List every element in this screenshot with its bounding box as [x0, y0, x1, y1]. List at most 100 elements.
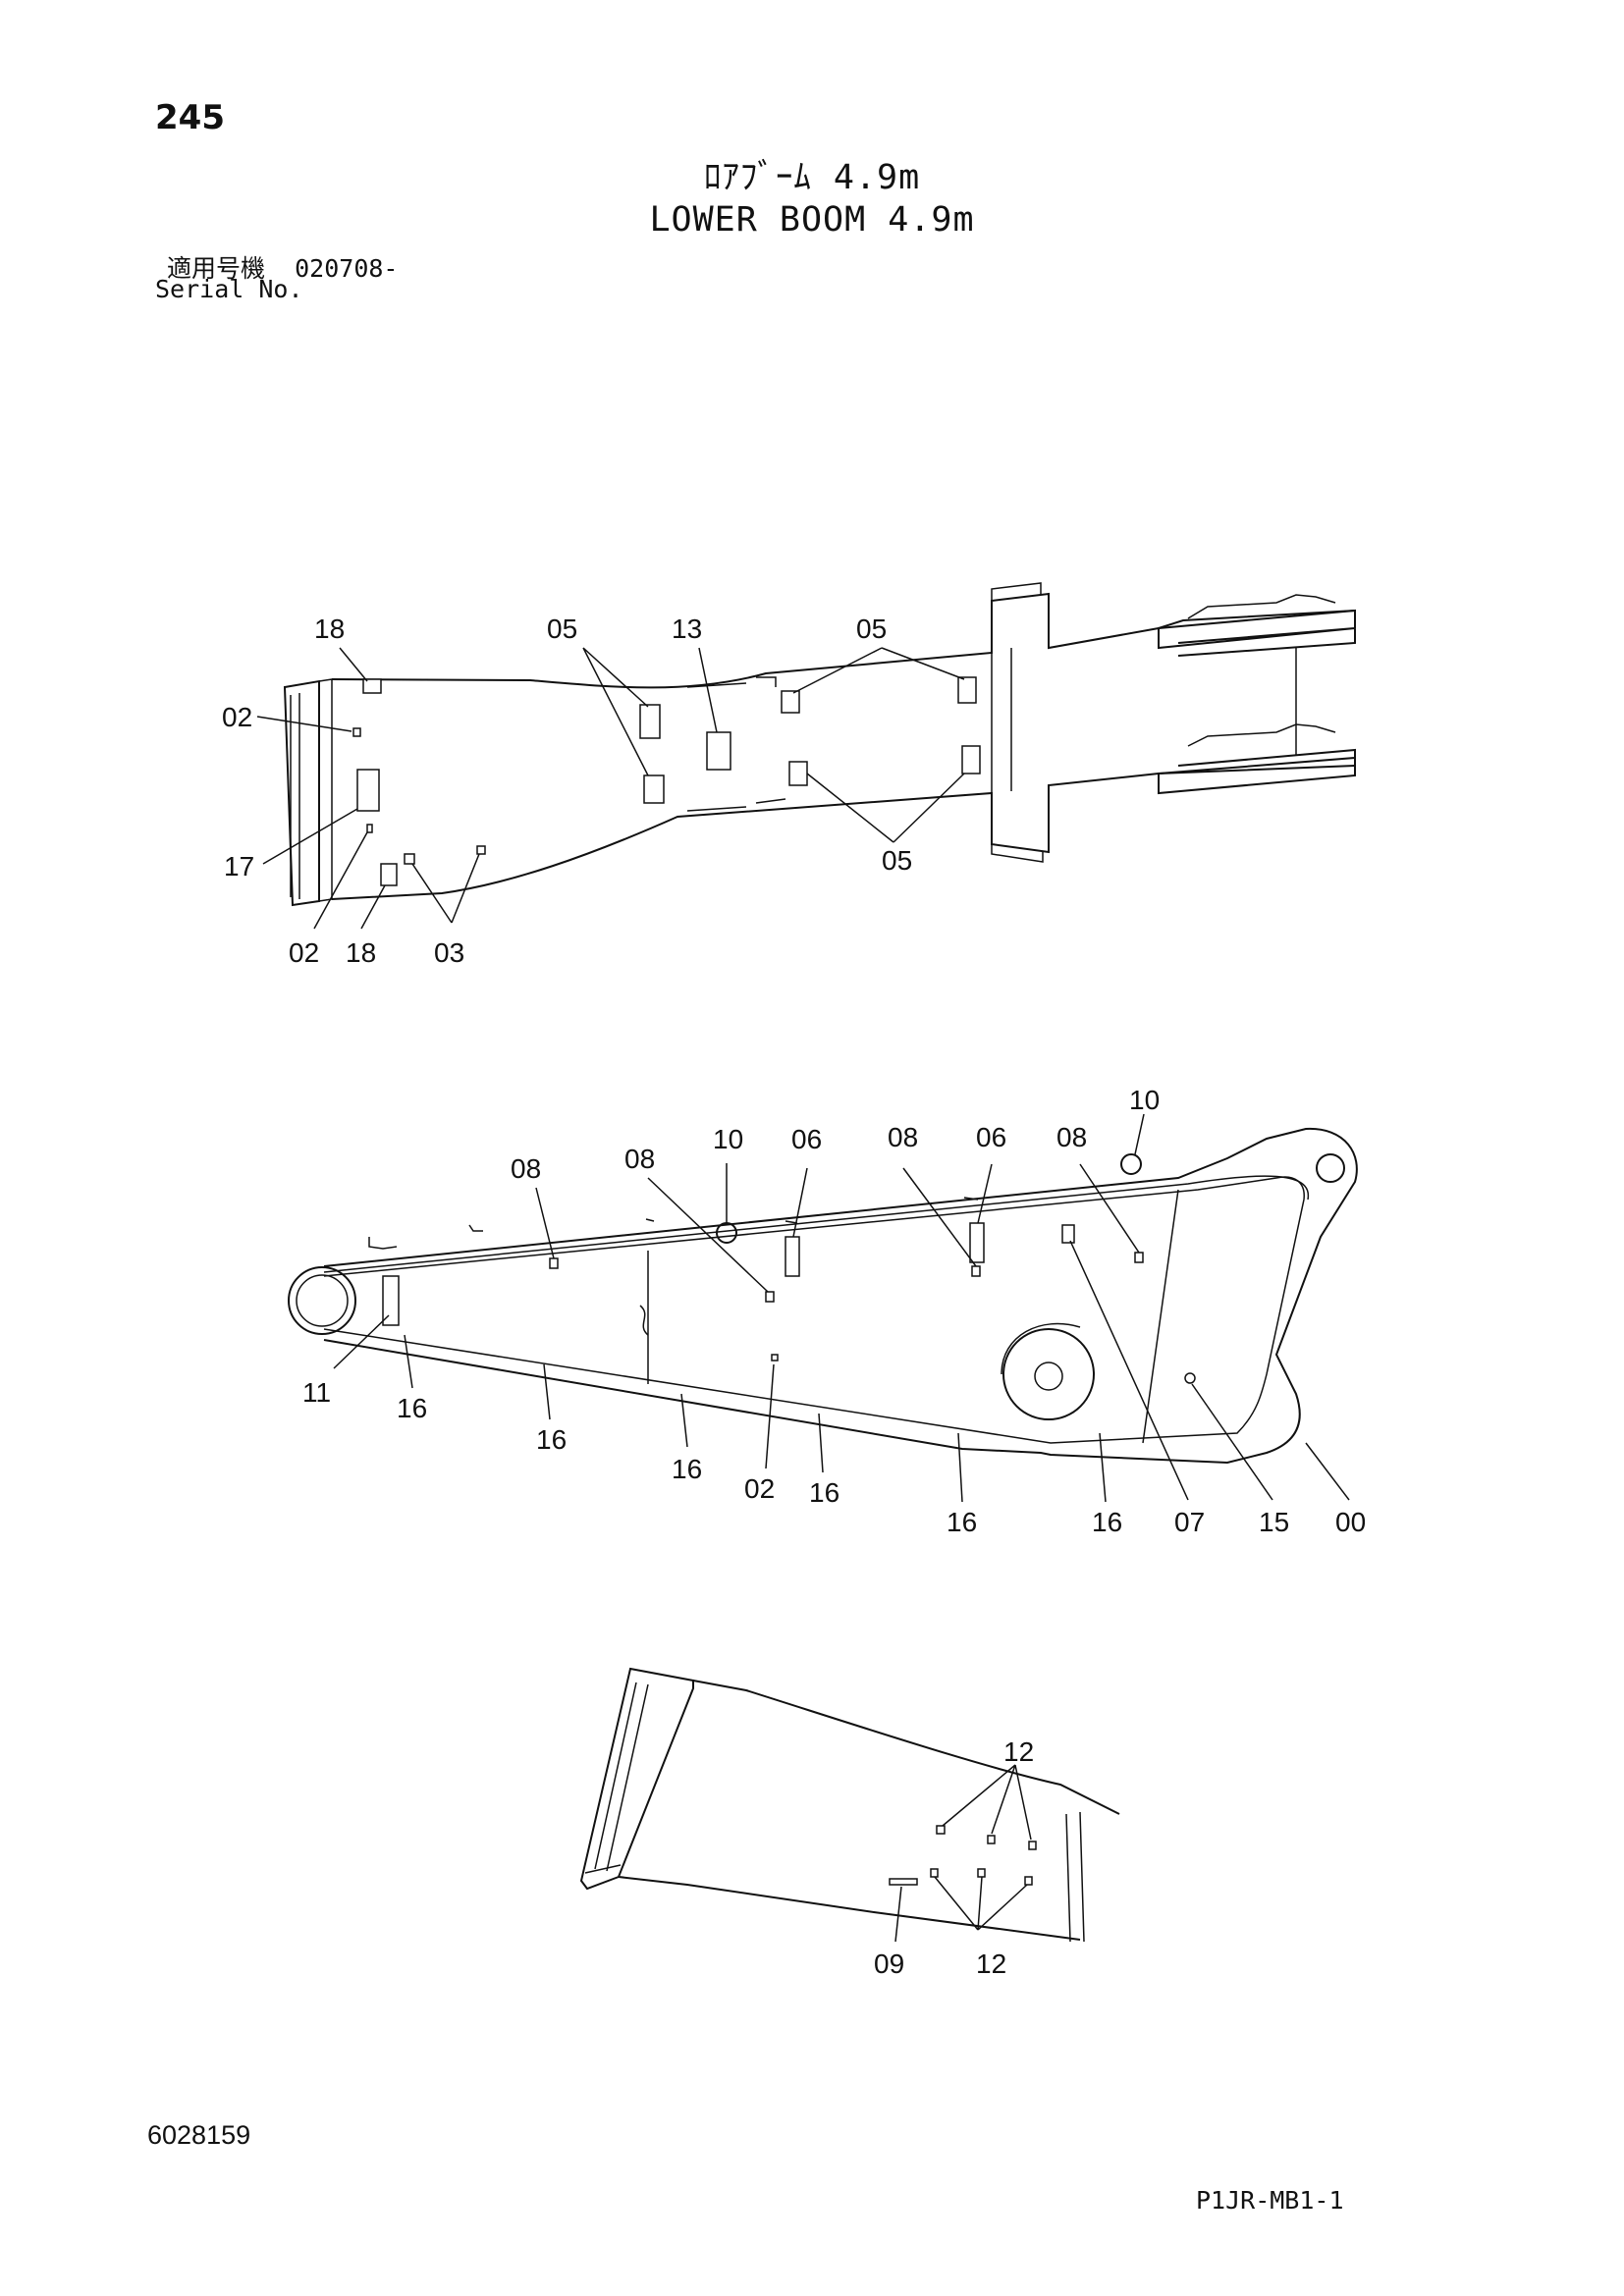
top-view-plate-05d	[788, 761, 808, 786]
callout-16-e: 16	[947, 1507, 977, 1537]
top-view-plate-05e	[957, 676, 977, 704]
bottom-view-plate-12d	[930, 1868, 939, 1878]
side-view-plate-08b	[765, 1291, 775, 1303]
title-english: LOWER BOOM 4.9m	[649, 200, 975, 240]
callout-18-top: 18	[314, 614, 345, 644]
callout-08-c: 08	[888, 1122, 918, 1152]
bottom-view-plate-12c	[1028, 1841, 1037, 1850]
side-view-boom	[288, 1127, 1358, 1465]
bottom-view-boom	[579, 1667, 1120, 1943]
bottom-view-plate-12b	[987, 1835, 996, 1844]
callout-12-upper: 12	[1003, 1736, 1034, 1767]
top-view-plate-18b	[380, 863, 398, 886]
callout-08-a: 08	[511, 1153, 541, 1184]
callout-16-c: 16	[672, 1454, 702, 1484]
top-view-labels: 18 05 13 05 02 17 05 02 18 03	[222, 614, 912, 968]
callout-08-d: 08	[1056, 1122, 1087, 1152]
callout-12-lower: 12	[976, 1949, 1006, 1979]
side-view-plate-15	[1184, 1372, 1196, 1384]
callout-02-side: 02	[744, 1473, 775, 1504]
top-view-plate-18a	[362, 678, 382, 694]
top-view-upper-fork-detail	[1187, 594, 1336, 619]
top-view-plate-02b	[366, 824, 373, 833]
side-view-plate-11	[382, 1275, 400, 1326]
callout-15: 15	[1259, 1507, 1289, 1537]
callout-13-top: 13	[672, 614, 702, 644]
callout-00: 00	[1335, 1507, 1366, 1537]
top-view-boom	[283, 582, 1356, 907]
side-view-outline	[323, 1127, 1358, 1465]
top-view-plate-02a	[352, 727, 361, 737]
side-view-labels: 10 08 08 10 06 08 06 08 11 16 16 16 02 1…	[302, 1085, 1366, 1537]
side-view-plate-07	[1061, 1224, 1075, 1244]
side-view-plate-06b	[969, 1222, 985, 1263]
callout-07: 07	[1174, 1507, 1205, 1537]
callout-18-bottom: 18	[346, 937, 376, 968]
callout-09: 09	[874, 1949, 904, 1979]
callout-16-f: 16	[1092, 1507, 1122, 1537]
top-view-section-lines	[991, 648, 1012, 793]
side-view-plate-02	[771, 1354, 779, 1362]
bottom-view-upper-edge	[692, 1680, 1120, 1815]
callout-08-b: 08	[624, 1144, 655, 1174]
serial-line-japanese: 適用号機 020708-	[167, 249, 398, 285]
top-view-plate-05c	[781, 690, 800, 714]
top-view-upper-fork	[1158, 609, 1356, 657]
callout-05-top-right: 05	[856, 614, 887, 644]
top-view-leaders	[256, 647, 965, 930]
callout-16-a: 16	[397, 1393, 427, 1423]
document-number: 6028159	[147, 2120, 251, 2150]
callout-17: 17	[224, 851, 254, 881]
top-view-plate-03a	[404, 853, 415, 865]
part-code: P1JR-MB1-1	[1196, 2186, 1344, 2215]
page-number: 245	[155, 98, 225, 137]
bottom-view-end-plate-inner	[584, 1682, 649, 1874]
callout-10-center: 10	[713, 1124, 743, 1154]
top-view-end-plate-inner	[290, 678, 333, 902]
top-view-plate-03b	[476, 845, 486, 855]
serial-value: 020708-	[295, 254, 399, 283]
bottom-view-plate-12a	[936, 1825, 946, 1835]
side-view-cylinder-pin	[1034, 1362, 1063, 1391]
callout-02-bottom: 02	[289, 937, 319, 968]
callout-05-lower: 05	[882, 845, 912, 876]
serial-label-english: Serial No.	[155, 275, 303, 303]
callout-11: 11	[302, 1377, 331, 1408]
serial-label-japanese: 適用号機	[167, 254, 266, 283]
bottom-view-plate-12e	[977, 1868, 986, 1878]
top-view-upper-bracket	[991, 582, 1042, 601]
title-japanese: ﾛｱﾌﾞｰﾑ 4.9m	[703, 158, 921, 197]
side-view-inner-outline	[323, 1176, 1305, 1444]
callout-16-d: 16	[809, 1477, 839, 1508]
side-view-section-line	[1142, 1189, 1179, 1444]
top-view-brackets	[686, 676, 786, 812]
side-view-plate-08c	[971, 1265, 981, 1277]
callout-10-right: 10	[1129, 1085, 1160, 1115]
bottom-view-labels: 12 09 12	[874, 1736, 1034, 1979]
top-view-plate-05a	[639, 704, 661, 739]
top-view-plate-05f	[961, 745, 981, 774]
side-view-plate-08a	[549, 1257, 559, 1269]
side-view-boss-10b	[1120, 1153, 1142, 1175]
top-view-plate-17	[356, 769, 380, 812]
top-view-lower-edge	[331, 765, 1356, 900]
bottom-view-section-line	[1065, 1811, 1085, 1943]
callout-16-b: 16	[536, 1424, 567, 1455]
top-view-lower-bracket	[991, 844, 1044, 863]
side-view-boss-arc	[1001, 1322, 1081, 1375]
side-view-leaders	[333, 1113, 1350, 1503]
callout-02-top: 02	[222, 702, 252, 732]
side-view-head-pin	[1316, 1153, 1345, 1183]
side-view-foot-boss-inner	[296, 1274, 349, 1327]
side-view-break-mark	[639, 1305, 649, 1336]
side-view-foot-boss	[288, 1266, 356, 1335]
top-view-plate-13	[706, 731, 731, 771]
top-view-upper-edge	[331, 592, 1356, 689]
side-view-plate-06a	[785, 1236, 800, 1277]
side-view-plate-08d	[1134, 1252, 1144, 1263]
side-view-top-flange	[323, 1175, 1310, 1273]
bottom-view-lower-edge	[618, 1876, 1081, 1941]
side-view-cylinder-boss	[1002, 1328, 1095, 1420]
callout-06-a: 06	[791, 1124, 822, 1154]
